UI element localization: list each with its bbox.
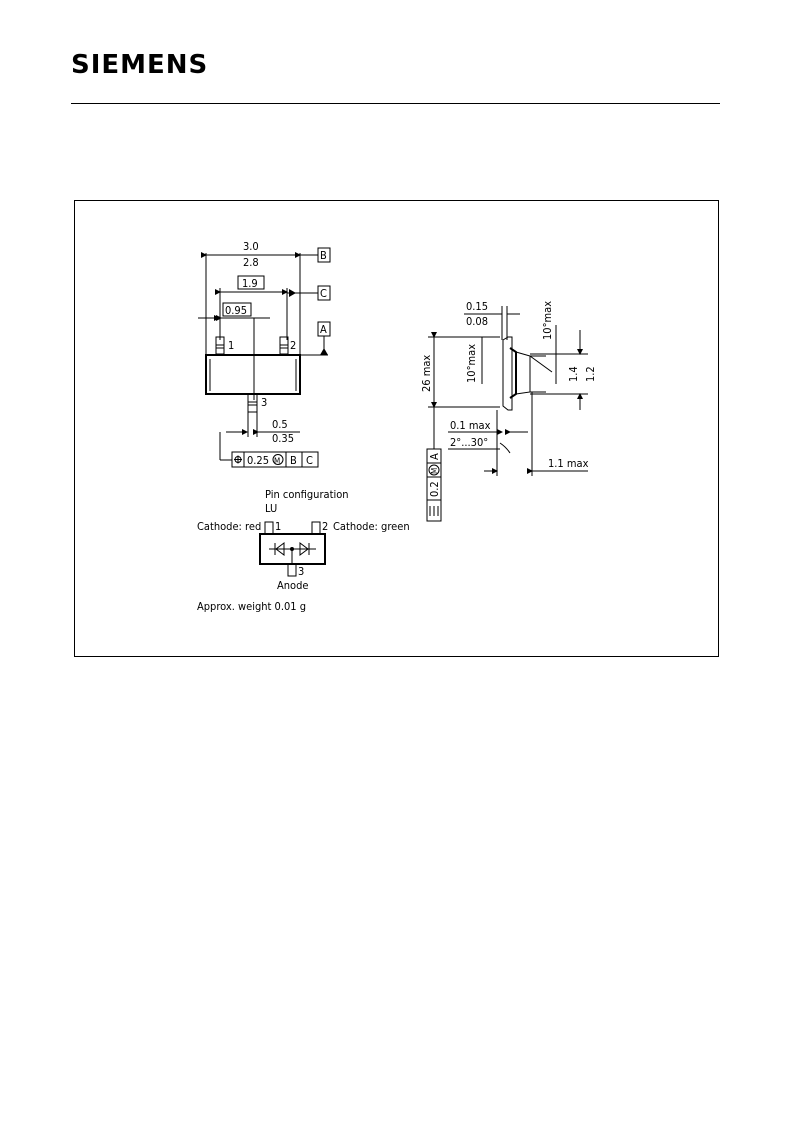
side-tolerance-frame: A M 0.2: [426, 448, 442, 522]
pin-config-code: LU: [265, 502, 277, 515]
datum-b: B: [320, 249, 327, 262]
side-view: 0.15 0.08 26 max 10°max 10°max 1.4 1.2: [420, 300, 597, 522]
datum-b-box: [317, 247, 331, 263]
dim-half-pitch-box: [222, 302, 252, 317]
drawing-frame: [74, 200, 719, 657]
top-tol-modifier: M: [274, 457, 280, 466]
pin-config-title: Pin configuration: [265, 488, 349, 501]
overall-height: 1.1 max: [548, 457, 589, 470]
dim-pin-pitch-box: [237, 275, 265, 290]
pc-pin3: 3: [298, 565, 304, 578]
side-tol-ref: A: [428, 453, 441, 460]
side-tol-value: 0.2: [428, 481, 441, 497]
dim-lead-min: 0.35: [272, 432, 294, 445]
body-width-min: 1.2: [584, 366, 597, 382]
top-tol-value: 0.25: [247, 454, 269, 467]
dim-length-max: 3.0: [243, 240, 259, 253]
pc-pin2: 2: [322, 520, 328, 533]
body-width-max: 1.4: [567, 366, 580, 382]
anode-label: Anode: [277, 579, 308, 592]
height-max: 26 max: [420, 355, 433, 392]
top-pin2: 2: [290, 339, 296, 352]
siemens-logo: SIEMENS: [71, 50, 209, 80]
top-pin3: 3: [261, 396, 267, 409]
lead-angle: 2°...30°: [450, 436, 488, 449]
datum-a: A: [320, 323, 327, 336]
top-tolerance-frame: 0.25 M B C: [231, 451, 319, 468]
cathode-left-label: Cathode: red: [197, 520, 261, 533]
top-view: 3.0 2.8 B 1.9 C 0.95 A 1: [198, 240, 331, 468]
dim-pin-pitch: 1.9: [242, 277, 258, 290]
top-pin1: 1: [228, 339, 234, 352]
dim-half-pitch: 0.95: [225, 304, 247, 317]
dim-thickness-max: 0.15: [466, 300, 488, 313]
pc-pin1: 1: [275, 520, 281, 533]
angle-left: 10°max: [465, 344, 478, 383]
pin-configuration: Pin configuration LU Cathode: red 1 2 Ca…: [197, 488, 410, 613]
side-tol-modifier: M: [430, 468, 439, 474]
header-rule: [71, 103, 720, 104]
top-tol-ref-c: C: [306, 454, 313, 467]
package-body: [205, 354, 301, 395]
standoff: 0.1 max: [450, 419, 491, 432]
datum-c: C: [320, 287, 327, 300]
weight-label: Approx. weight 0.01 g: [197, 600, 306, 613]
dim-thickness-min: 0.08: [466, 315, 488, 328]
top-tol-ref-b: B: [290, 454, 297, 467]
angle-top: 10°max: [541, 301, 554, 340]
dim-lead-max: 0.5: [272, 418, 288, 431]
dim-length-min: 2.8: [243, 256, 259, 269]
cathode-right-label: Cathode: green: [333, 520, 410, 533]
datum-c-box: [317, 285, 331, 301]
